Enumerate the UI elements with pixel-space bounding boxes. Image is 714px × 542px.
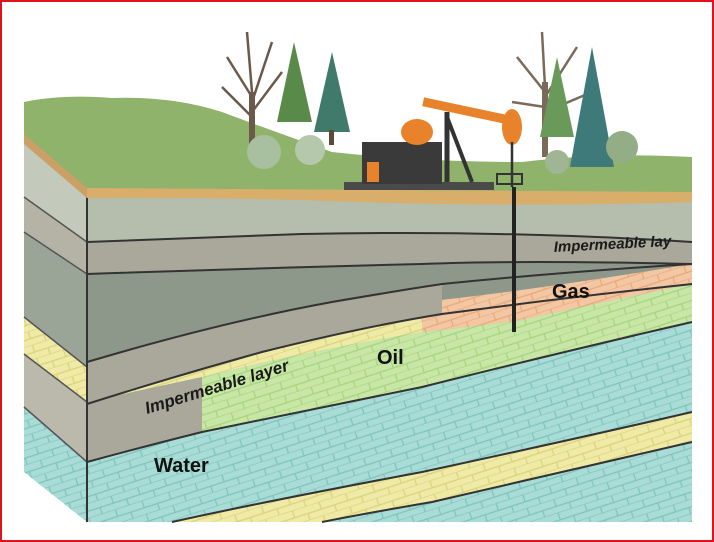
blue-layer-bottom <box>322 442 692 522</box>
impermeable-band <box>87 284 442 404</box>
pine-tree-right-icon <box>540 47 614 167</box>
bush-right-icon <box>545 131 638 174</box>
trees <box>221 31 638 174</box>
cross-section-side <box>23 142 88 522</box>
layer-boundaries <box>86 232 693 523</box>
pine-tree-icon <box>277 42 350 145</box>
side-grey-top <box>24 142 87 242</box>
side-yellow <box>24 317 87 402</box>
soil-strip-side <box>24 134 87 198</box>
oil-reservoir <box>202 284 692 432</box>
lower-impermeable-layer <box>87 377 202 462</box>
side-impermeable-lower <box>24 354 87 462</box>
side-impermeable <box>24 197 87 274</box>
side-dark-rock <box>24 232 87 367</box>
ground-surface <box>24 96 692 205</box>
cross-section-front <box>86 192 693 523</box>
water-layer <box>87 322 692 522</box>
side-water <box>24 407 87 522</box>
pump-jack-icon <box>344 97 523 190</box>
tree-bare-left-icon <box>221 31 283 147</box>
gas-reservoir <box>422 264 692 332</box>
label-water: Water <box>154 455 209 477</box>
upper-impermeable-layer <box>87 233 692 274</box>
grass-surface <box>24 96 692 192</box>
bush-left-icon <box>247 135 325 169</box>
label-gas: Gas <box>552 281 590 303</box>
label-impermeable-layer-top: Impermeable lay <box>553 233 672 256</box>
label-oil: Oil <box>377 347 404 369</box>
soil-strip <box>87 188 692 205</box>
